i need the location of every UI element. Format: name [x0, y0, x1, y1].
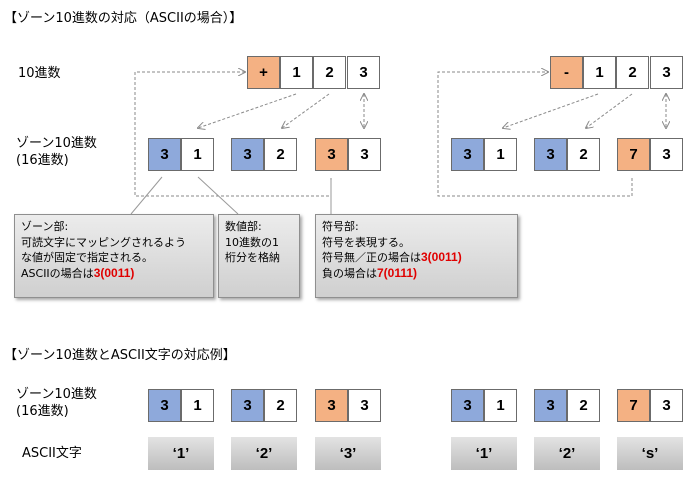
label-zone-decimal-2: ゾーン10進数	[16, 387, 97, 402]
sign-part-cell: 3	[315, 389, 348, 422]
zone-part-cell: 3	[451, 138, 484, 171]
sign-positive-highlight: 3(0011)	[421, 250, 462, 264]
callout-digit-text: 10進数の1	[225, 235, 279, 249]
digit-part-cell: 3	[348, 389, 381, 422]
decimal-digit-cell: 1	[583, 56, 616, 89]
callout-sign-text: 符号無／正の場合は	[322, 251, 421, 264]
ascii-char-box: ‘2’	[231, 437, 297, 470]
sign-part-cell: 7	[617, 389, 650, 422]
digit-part-cell: 1	[181, 389, 214, 422]
decimal-digit-cell: 3	[347, 56, 380, 89]
zone-part-cell: 3	[231, 389, 264, 422]
callout-sign-text: 符号を表現する。	[322, 235, 410, 249]
callout-zone-heading: ゾーン部:	[21, 220, 69, 233]
digit-part-cell: 2	[264, 389, 297, 422]
digit-part-cell: 1	[484, 138, 517, 171]
callout-zone-text: 可読文字にマッピングされるよう	[21, 235, 186, 249]
digit-part-cell: 3	[650, 389, 683, 422]
label-decimal: 10進数	[18, 66, 61, 81]
sign-part-cell: 7	[617, 138, 650, 171]
digit-part-cell: 2	[567, 389, 600, 422]
digit-part-cell: 2	[264, 138, 297, 171]
zone-part-cell: 3	[148, 389, 181, 422]
callout-zone-text: ASCIIの場合は	[21, 266, 94, 280]
ascii-char-box: ‘1’	[148, 437, 214, 470]
zone-part-cell: 3	[451, 389, 484, 422]
callout-sign-part: 符号部: 符号を表現する。 符号無／正の場合は3(0011) 負の場合は7(01…	[315, 214, 518, 298]
callout-digit-text: 桁分を格納	[225, 251, 280, 264]
zone-value-highlight: 3(0011)	[93, 265, 135, 280]
callout-zone-part: ゾーン部: 可読文字にマッピングされるよう な値が固定で指定される。 ASCII…	[14, 214, 214, 298]
digit-part-cell: 3	[650, 138, 683, 171]
callout-sign-heading: 符号部:	[322, 220, 359, 233]
decimal-digit-cell: 3	[650, 56, 683, 89]
ascii-char-box: ‘1’	[451, 437, 517, 470]
digit-part-cell: 1	[181, 138, 214, 171]
ascii-char-box: ‘s’	[617, 437, 683, 470]
sign-negative-highlight: 7(0111)	[377, 265, 418, 280]
zone-part-cell: 3	[231, 138, 264, 171]
sign-part-cell: 3	[315, 138, 348, 171]
label-zone-decimal: ゾーン10進数	[16, 136, 97, 151]
title-zone-correspondence: 【ゾーン10進数の対応（ASCIIの場合）】	[4, 11, 243, 26]
digit-part-cell: 1	[484, 389, 517, 422]
decimal-sign-cell: -	[550, 56, 583, 89]
decimal-sign-cell: +	[247, 56, 280, 89]
callout-digit-part: 数値部: 10進数の1 桁分を格納	[218, 214, 300, 298]
zone-part-cell: 3	[534, 389, 567, 422]
callout-sign-text: 負の場合は	[322, 266, 377, 280]
label-hex: (16進数)	[16, 153, 69, 168]
label-ascii-char: ASCII文字	[22, 446, 82, 461]
decimal-digit-cell: 1	[280, 56, 313, 89]
digit-part-cell: 3	[348, 138, 381, 171]
zone-part-cell: 3	[534, 138, 567, 171]
title-ascii-examples: 【ゾーン10進数とASCII文字の対応例】	[4, 348, 236, 363]
decimal-digit-cell: 2	[616, 56, 649, 89]
digit-part-cell: 2	[567, 138, 600, 171]
label-hex-2: (16進数)	[16, 404, 69, 419]
ascii-char-box: ‘2’	[534, 437, 600, 470]
zone-part-cell: 3	[148, 138, 181, 171]
ascii-char-box: ‘3’	[315, 437, 381, 470]
decimal-digit-cell: 2	[313, 56, 346, 89]
callout-digit-heading: 数値部:	[225, 220, 262, 233]
callout-zone-text: な値が固定で指定される。	[21, 251, 153, 264]
